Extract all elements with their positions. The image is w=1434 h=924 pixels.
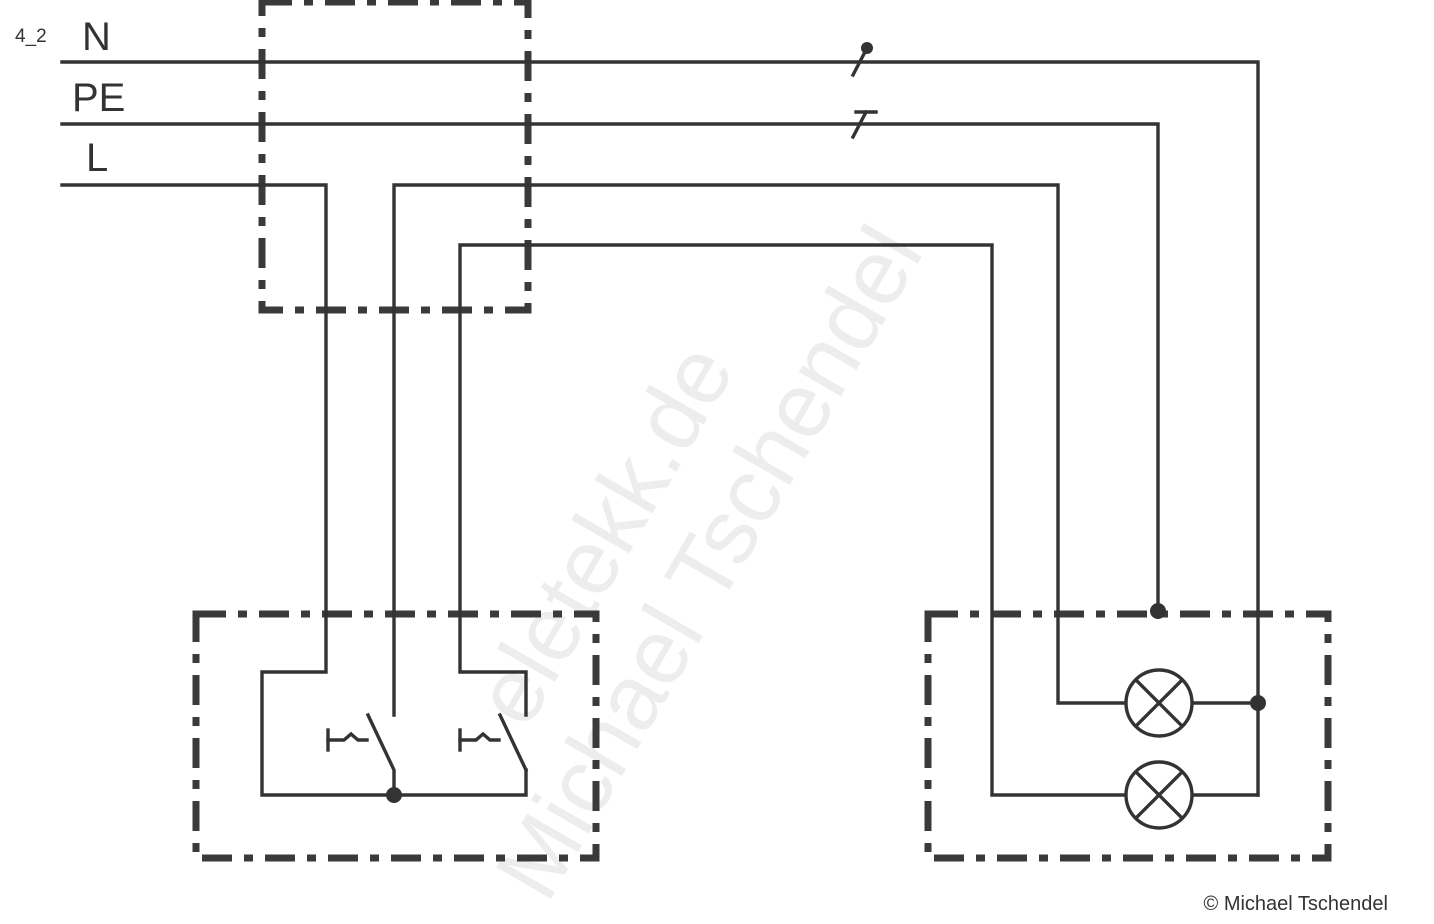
switch-1-icon bbox=[326, 712, 396, 797]
protective-earth-mark-icon bbox=[850, 109, 878, 140]
switch-enclosure bbox=[192, 610, 600, 862]
label-line: L bbox=[86, 136, 109, 180]
junction-dot-neutral bbox=[1250, 695, 1266, 711]
lamp-1-icon bbox=[1124, 668, 1194, 738]
label-neutral: N bbox=[82, 15, 111, 59]
neutral-conductor bbox=[60, 60, 1260, 797]
lamp-enclosure bbox=[924, 610, 1332, 862]
protective-earth-conductor bbox=[60, 122, 1160, 613]
switch-leg-2 bbox=[458, 243, 1128, 797]
diagram-id: 4_2 bbox=[15, 26, 47, 47]
junction-dot-pe-terminal bbox=[1150, 603, 1166, 619]
switch-2-icon bbox=[458, 712, 529, 773]
watermark: eletekk.de Michael Tschendel bbox=[455, 210, 942, 915]
line-conductor bbox=[60, 183, 396, 797]
switch-bridge bbox=[392, 768, 528, 797]
junction-dot-switch-common bbox=[386, 787, 402, 803]
lamp-2-icon bbox=[1124, 760, 1194, 830]
copyright-notice: © Michael Tschendel bbox=[1203, 893, 1388, 915]
switch-leg-1 bbox=[392, 183, 1128, 717]
label-protective-earth: PE bbox=[72, 76, 126, 120]
neutral-mark-icon bbox=[850, 42, 873, 78]
